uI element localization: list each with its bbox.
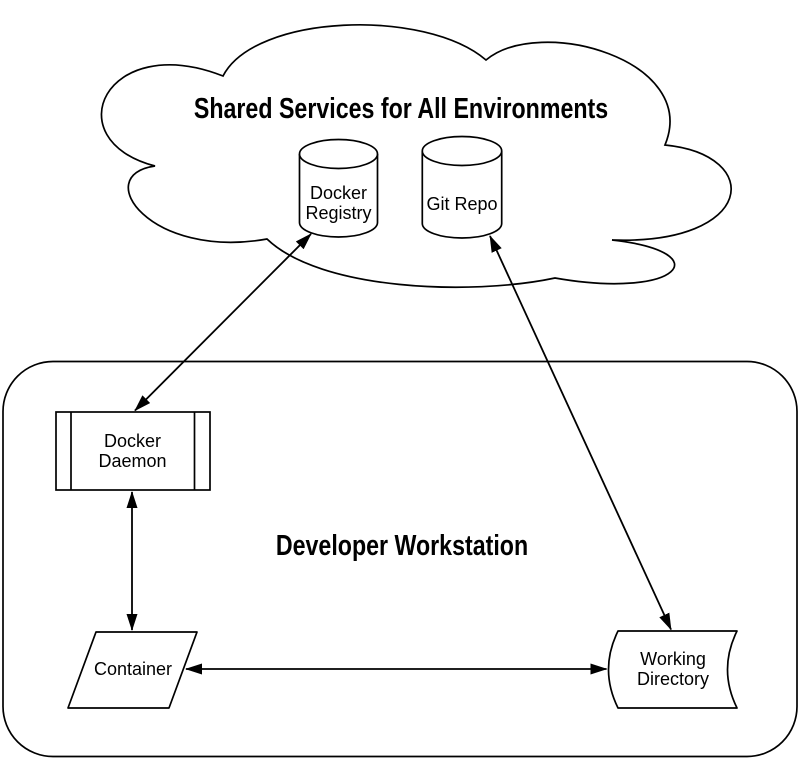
cloud-title: Shared Services for All Environments <box>193 93 609 125</box>
working-directory-label: Working Directory <box>636 648 710 689</box>
container-label: Container <box>93 659 173 679</box>
cloud-shape <box>100 24 732 289</box>
git-repo-label: Git Repo <box>426 194 498 214</box>
docker-daemon-label: Docker Daemon <box>98 431 167 471</box>
container-node <box>67 631 198 709</box>
docker-daemon-node <box>55 411 211 491</box>
docker-registry-node <box>298 138 379 238</box>
working-directory-node <box>607 630 738 709</box>
docker-registry-label: Docker Registry <box>305 182 372 223</box>
workstation-title: Developer Workstation <box>275 530 529 562</box>
edge-gitrepo-workingdirectory <box>489 235 672 631</box>
edge-registry-daemon <box>134 233 312 412</box>
edges <box>126 233 672 675</box>
git-repo-node <box>421 135 503 239</box>
